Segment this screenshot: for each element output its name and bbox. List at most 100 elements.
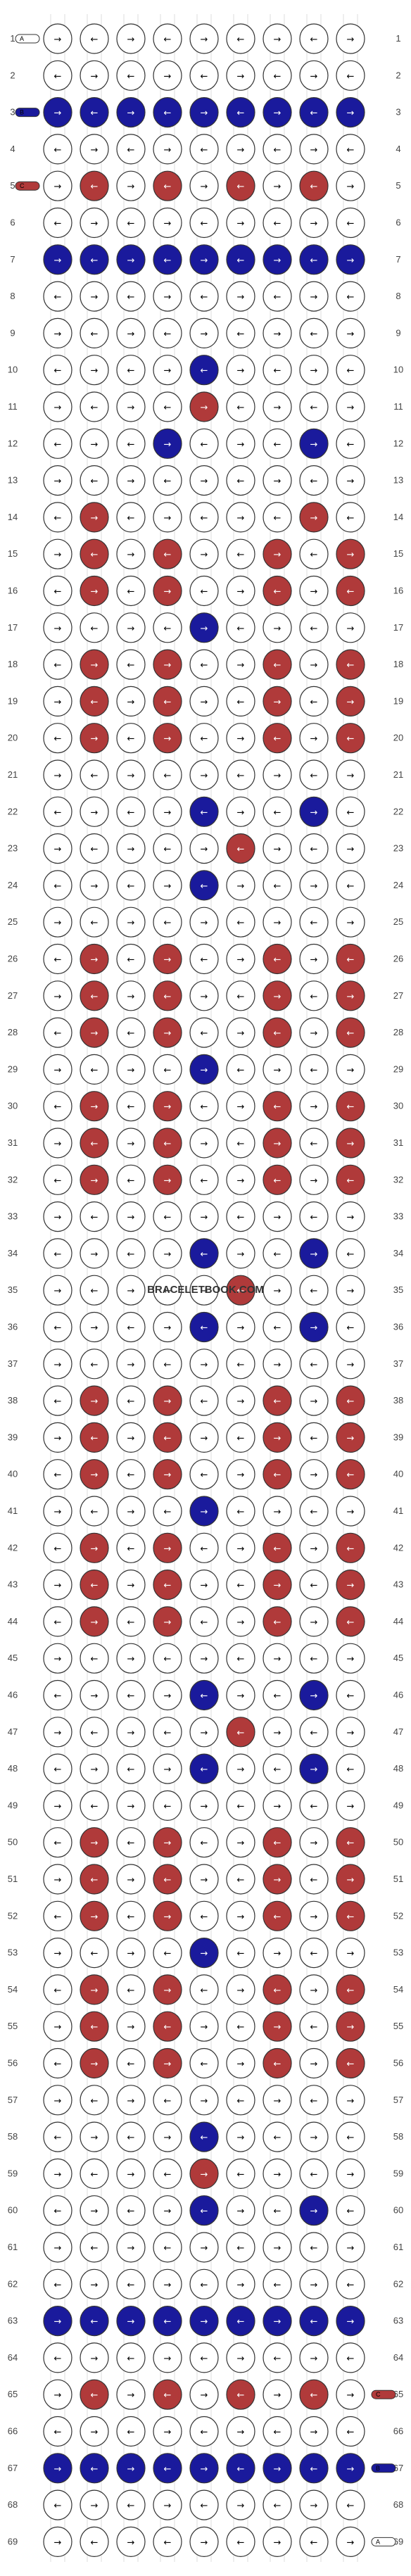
knot-shape bbox=[299, 833, 329, 864]
knot: ← bbox=[43, 2195, 72, 2226]
arrow-right-icon: → bbox=[54, 624, 62, 634]
knot-shape bbox=[299, 1275, 329, 1306]
knot-shape bbox=[263, 465, 292, 496]
knot: ← bbox=[80, 2085, 109, 2116]
knot-shape bbox=[80, 355, 109, 386]
knot: → bbox=[299, 2047, 329, 2079]
knot: ← bbox=[80, 833, 109, 864]
arrow-left-icon: ← bbox=[127, 1912, 135, 1922]
arrow-right-icon: → bbox=[201, 918, 208, 928]
arrow-right-icon: → bbox=[127, 550, 135, 560]
knot: → bbox=[189, 1643, 219, 1674]
arrow-left-icon: ← bbox=[310, 1065, 318, 1075]
knot: → bbox=[226, 355, 255, 386]
row-number-left: 22 bbox=[8, 806, 18, 816]
knot: ← bbox=[263, 796, 292, 827]
knot: → bbox=[336, 170, 365, 201]
knot: → bbox=[116, 833, 146, 864]
arrow-right-icon: → bbox=[164, 439, 172, 450]
knot: ← bbox=[189, 1974, 219, 2005]
knot-shape bbox=[153, 1238, 182, 1269]
arrow-right-icon: → bbox=[127, 918, 135, 928]
arrow-right-icon: → bbox=[237, 1470, 245, 1481]
arrow-left-icon: ← bbox=[164, 255, 172, 266]
row-number-right: 54 bbox=[393, 1984, 403, 1995]
knot-shape bbox=[263, 1717, 292, 1748]
arrow-left-icon: ← bbox=[127, 2280, 135, 2290]
arrow-left-icon: ← bbox=[310, 1875, 318, 1886]
knot: → bbox=[299, 60, 329, 91]
knot: ← bbox=[189, 1459, 219, 1490]
arrow-left-icon: ← bbox=[310, 2169, 318, 2180]
knot: → bbox=[116, 244, 146, 275]
knot-shape bbox=[153, 391, 182, 422]
row-number-right: 15 bbox=[393, 548, 403, 559]
knot: ← bbox=[226, 1201, 255, 1232]
arrow-right-icon: → bbox=[164, 1543, 172, 1554]
knot: ← bbox=[153, 2379, 182, 2410]
knot: ← bbox=[116, 1900, 146, 1931]
arrow-left-icon: ← bbox=[91, 1213, 99, 1223]
knot-shape bbox=[263, 97, 292, 128]
arrow-right-icon: → bbox=[164, 145, 172, 156]
knot: → bbox=[299, 943, 329, 975]
arrow-left-icon: ← bbox=[201, 660, 208, 671]
knot-shape bbox=[116, 465, 146, 496]
knot-shape bbox=[263, 1054, 292, 1085]
knot: → bbox=[263, 170, 292, 201]
knot-shape bbox=[80, 23, 109, 54]
arrow-left-icon: ← bbox=[274, 807, 282, 818]
knot-shape bbox=[336, 686, 365, 717]
arrow-right-icon: → bbox=[54, 1949, 62, 1959]
arrow-left-icon: ← bbox=[237, 771, 245, 781]
knot-shape bbox=[43, 1679, 72, 1711]
arrow-right-icon: → bbox=[347, 1286, 355, 1296]
knot: ← bbox=[116, 723, 146, 754]
knot: ← bbox=[299, 1349, 329, 1379]
row-number-right: 41 bbox=[393, 1505, 403, 1516]
knot-shape bbox=[299, 612, 329, 643]
row-number-left: 6 bbox=[10, 217, 15, 228]
arrow-left-icon: ← bbox=[127, 1323, 135, 1334]
knot: ← bbox=[153, 2526, 182, 2557]
knot-shape bbox=[336, 1164, 365, 1195]
row-number-left: 61 bbox=[8, 2242, 18, 2252]
arrow-left-icon: ← bbox=[54, 2206, 62, 2217]
arrow-left-icon: ← bbox=[347, 292, 355, 303]
knot: ← bbox=[80, 317, 109, 348]
knot: ← bbox=[226, 1275, 255, 1306]
arrow-left-icon: ← bbox=[347, 2059, 355, 2070]
row-number-left: 38 bbox=[8, 1395, 18, 1406]
arrow-right-icon: → bbox=[127, 34, 135, 45]
knot-shape bbox=[116, 2158, 146, 2189]
knot-shape bbox=[226, 1459, 255, 1490]
knot-shape bbox=[336, 2306, 365, 2337]
knot-shape bbox=[189, 686, 219, 717]
knot-shape bbox=[153, 1827, 182, 1858]
arrow-right-icon: → bbox=[127, 2537, 135, 2548]
knot: → bbox=[116, 2232, 146, 2263]
knot: → bbox=[226, 1606, 255, 1637]
knot-shape bbox=[80, 2011, 109, 2042]
arrow-right-icon: → bbox=[54, 2537, 62, 2548]
arrow-right-icon: → bbox=[310, 734, 318, 745]
knot: ← bbox=[153, 1938, 182, 1969]
knot-shape bbox=[153, 1349, 182, 1379]
arrow-right-icon: → bbox=[237, 1249, 245, 1260]
arrow-left-icon: ← bbox=[91, 1728, 99, 1738]
knot-shape bbox=[43, 134, 72, 165]
row-number-left: 40 bbox=[8, 1469, 18, 1479]
string-swatch: A bbox=[371, 2537, 396, 2546]
knot-shape bbox=[299, 1974, 329, 2005]
arrow-left-icon: ← bbox=[91, 1139, 99, 1149]
arrow-left-icon: ← bbox=[91, 2317, 99, 2328]
knot-shape bbox=[43, 870, 72, 901]
arrow-right-icon: → bbox=[347, 2464, 355, 2475]
knot-shape bbox=[80, 1679, 109, 1711]
knot-shape bbox=[226, 1091, 255, 1122]
knot-shape bbox=[116, 2342, 146, 2373]
row-number-left: 50 bbox=[8, 1837, 18, 1848]
knot-shape bbox=[80, 2526, 109, 2557]
arrow-left-icon: ← bbox=[274, 2280, 282, 2290]
knot: ← bbox=[80, 2379, 109, 2410]
